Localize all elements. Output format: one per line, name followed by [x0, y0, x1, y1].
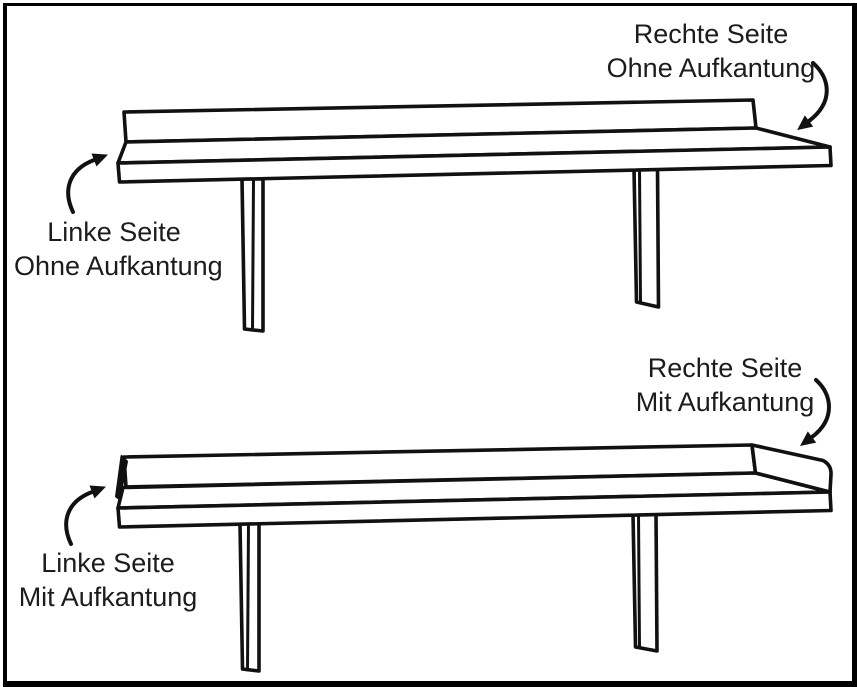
bottom-shelf-annotations — [64, 378, 831, 546]
curved-arrow-right-head-icon — [800, 431, 817, 446]
left-upstand-edge — [115, 455, 128, 500]
label-bottom-right: Rechte Seite Mit Aufkantung — [605, 351, 845, 419]
curved-arrow-left-head-icon — [91, 153, 108, 167]
shelf-front-edge — [116, 490, 833, 529]
support-leg-right-edge-line — [637, 512, 641, 650]
support-leg-left-edge-line — [246, 522, 250, 672]
curved-arrow-left-icon — [64, 490, 94, 546]
label-line: Rechte Seite — [633, 19, 789, 49]
support-leg-right — [632, 166, 661, 309]
curved-arrow-right-icon — [807, 61, 829, 123]
label-line: Mit Aufkantung — [18, 582, 198, 612]
curved-arrow-right-icon — [810, 378, 831, 439]
bottom-shelf-illustration — [115, 443, 833, 673]
label-bottom-left: Linke Seite Mit Aufkantung — [8, 546, 208, 614]
label-line: Ohne Aufkantung — [14, 251, 223, 281]
label-top-right: Rechte Seite Ohne Aufkantung — [591, 17, 831, 85]
support-leg-right — [631, 511, 659, 653]
label-line: Mit Aufkantung — [635, 387, 815, 417]
support-leg-left-edge-line — [251, 178, 255, 332]
support-leg-right-edge-line — [638, 167, 642, 305]
shelf-front-edge — [116, 145, 833, 184]
label-line: Ohne Aufkantung — [606, 53, 816, 83]
top-shelf-illustration — [116, 98, 833, 333]
label-top-left: Linke Seite Ohne Aufkantung — [14, 215, 223, 283]
curved-arrow-right-head-icon — [797, 115, 814, 131]
right-upstand — [750, 443, 833, 494]
label-line: Linke Seite — [41, 548, 175, 578]
label-line: Linke Seite — [47, 217, 181, 247]
curved-arrow-left-head-icon — [89, 485, 106, 499]
top-shelf-annotations — [66, 61, 829, 214]
curved-arrow-left-icon — [66, 158, 96, 214]
label-line: Rechte Seite — [647, 353, 803, 383]
